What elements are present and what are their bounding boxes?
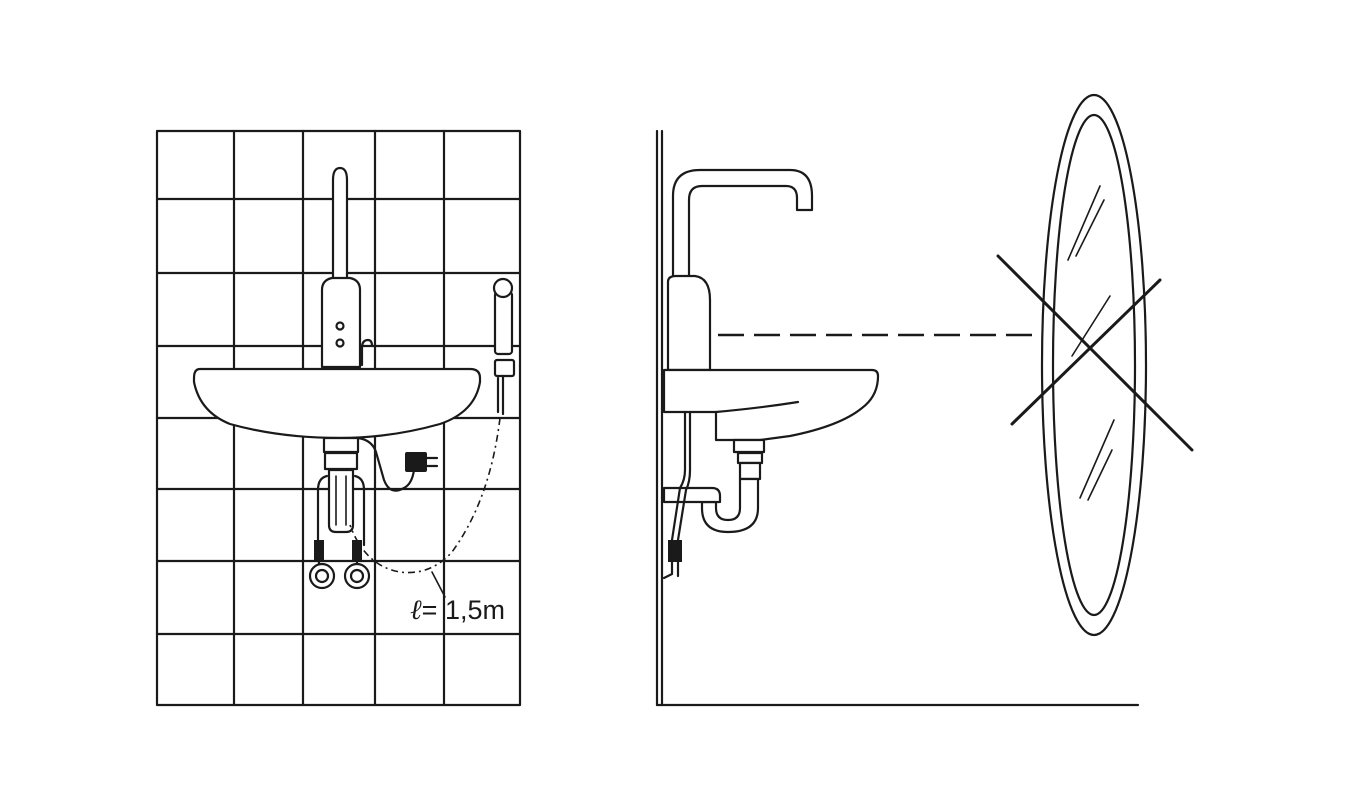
length-value: = 1,5m [421,595,505,625]
cable-length-label: ℓ= 1,5m [410,594,505,626]
mirror-icon [1040,93,1148,637]
angle-valve-icon [308,540,371,590]
front-view [155,129,522,707]
faucet-icon [666,168,814,372]
sensor-faucet-icon [320,166,374,369]
side-view [655,93,1194,707]
length-symbol: ℓ [410,593,422,626]
washbasin-icon-side [662,368,880,454]
label-leader [431,571,446,598]
cable-dash-dot [349,417,501,574]
cross-out-icon [996,254,1194,452]
power-adapter-icon [356,436,439,492]
wall-line [655,129,664,707]
washbasin-icon [192,367,482,454]
hand-shower-icon [492,277,516,416]
siphon-icon [662,451,764,534]
supply-hose-side [662,410,692,580]
supply-hoses [316,451,366,547]
